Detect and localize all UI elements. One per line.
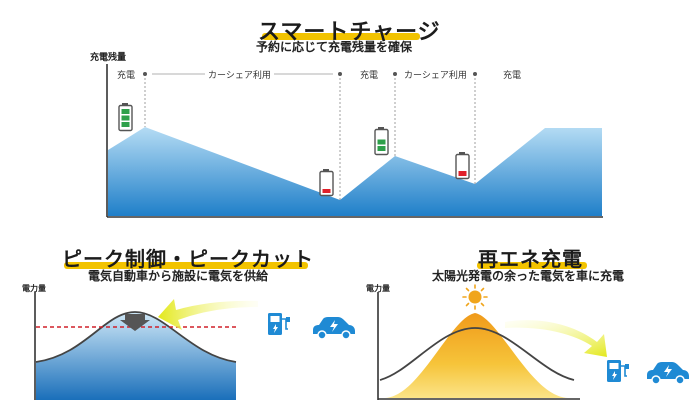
smart-charge-y-label: 充電残量: [90, 53, 127, 63]
down-arrow-icon: [120, 314, 150, 331]
battery-low-icon: [455, 152, 470, 180]
renewable-title: 再エネ充電: [478, 247, 583, 271]
electric-car-icon: [647, 362, 689, 385]
charger-icon: [607, 360, 629, 382]
peak-subtitle: 電気自動車から施設に電気を供給: [88, 269, 269, 283]
title-underline: [477, 262, 587, 269]
charger-icon: [268, 313, 290, 335]
smart-charge-axes: [106, 64, 603, 218]
battery-full-icon: [374, 127, 389, 156]
phase-label-charge: 充電: [114, 68, 139, 81]
peak-demand-area: [36, 312, 236, 400]
arrow-icon: [505, 320, 607, 357]
phase-label-charge: 充電: [357, 68, 382, 81]
electric-car-icon: [313, 317, 355, 340]
renewable-subtitle: 太陽光発電の余った電気を車に充電: [432, 269, 625, 283]
arrow-icon: [158, 299, 258, 330]
demand-curve: [379, 327, 575, 381]
renewable-axes: [377, 292, 580, 400]
battery-low-icon: [319, 169, 334, 197]
phase-label-charge: 充電: [500, 68, 525, 81]
title-underline: [64, 262, 308, 269]
renewable-y-label: 電力量: [366, 284, 390, 293]
sun-icon: [462, 284, 488, 310]
peak-demand-curve: [35, 311, 237, 363]
charge-level-area: [108, 127, 602, 216]
title-underline: [262, 33, 420, 40]
smart-charge-subtitle: 予約に応じて充電残量を確保: [256, 40, 413, 54]
phase-label-carshare: カーシェア利用: [205, 68, 274, 81]
peak-y-label: 電力量: [22, 284, 46, 293]
solar-generation-area: [385, 313, 568, 398]
phase-dividers: [144, 74, 476, 200]
phase-label-carshare: カーシェア利用: [401, 68, 470, 81]
smart-charge-title: スマートチャージ: [258, 20, 441, 45]
peak-title: ピーク制御・ピークカット: [62, 247, 314, 271]
battery-full-icon: [118, 103, 133, 132]
